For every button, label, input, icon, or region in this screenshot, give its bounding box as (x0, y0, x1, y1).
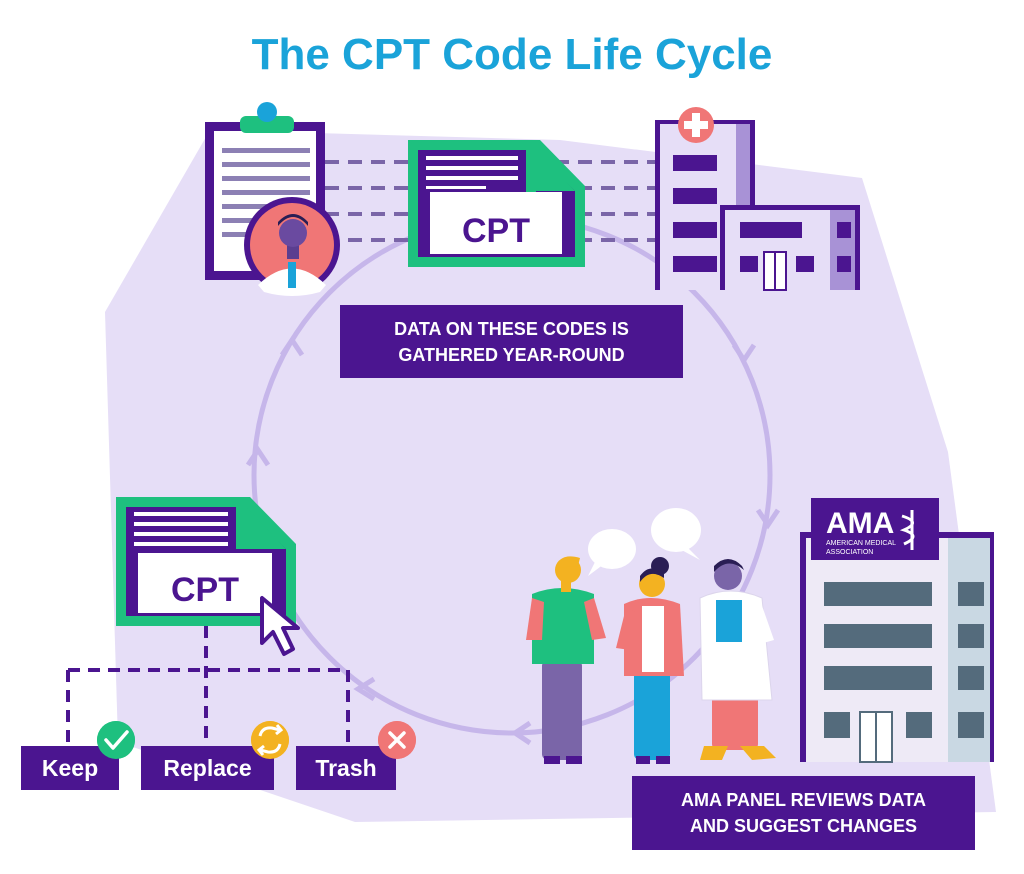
hospital-building-icon (655, 107, 860, 291)
panel-member-1 (526, 556, 606, 764)
caduceus-icon (899, 510, 915, 550)
ama-logo-sub1: AMERICAN MEDICAL (826, 540, 896, 547)
caption-data-gathered: DATA ON THESE CODES IS GATHERED YEAR-ROU… (340, 305, 683, 378)
cycle-arrow-6 (279, 335, 305, 357)
panel-member-2 (616, 557, 684, 764)
background-blob (105, 130, 996, 822)
page-title: The CPT Code Life Cycle (251, 30, 773, 79)
caption-data-gathered-line2: GATHERED YEAR-ROUND (398, 344, 625, 365)
ama-logo-text: AMA (826, 507, 894, 540)
cycle-arrow-4 (353, 676, 376, 702)
option-trash: Trash (296, 746, 396, 790)
ama-building-icon: AMA AMERICAN MEDICAL ASSOCIATION (800, 498, 994, 763)
ama-logo-sub2: ASSOCIATION (826, 549, 873, 556)
cycle-arrow-2 (755, 508, 781, 530)
decision-tree-lines (66, 626, 350, 745)
cursor-icon (260, 596, 300, 656)
option-replace: Replace (141, 746, 274, 790)
cpt-card-bottom: CPT (116, 497, 296, 626)
cpt-card-top-label: CPT (462, 212, 530, 250)
caption-data-gathered-line1: DATA ON THESE CODES IS (394, 318, 629, 339)
cycle-arrow-3 (510, 720, 532, 746)
caption-panel-reviews-line2: AND SUGGEST CHANGES (689, 816, 918, 836)
cycle-arrow-5 (245, 445, 271, 467)
cpt-card-top: CPT (408, 140, 585, 267)
panel-member-3 (699, 559, 776, 760)
doctor-avatar (244, 197, 340, 296)
option-keep: Keep (21, 746, 119, 790)
speech-bubble-icon (588, 508, 701, 576)
caption-panel-reviews-line1: AMA PANEL REVIEWS DATA (680, 790, 926, 810)
cpt-card-bottom-label: CPT (171, 571, 239, 609)
cycle-arrow-1 (731, 343, 757, 365)
caption-panel-reviews: AMA PANEL REVIEWS DATA AND SUGGEST CHANG… (632, 776, 975, 850)
